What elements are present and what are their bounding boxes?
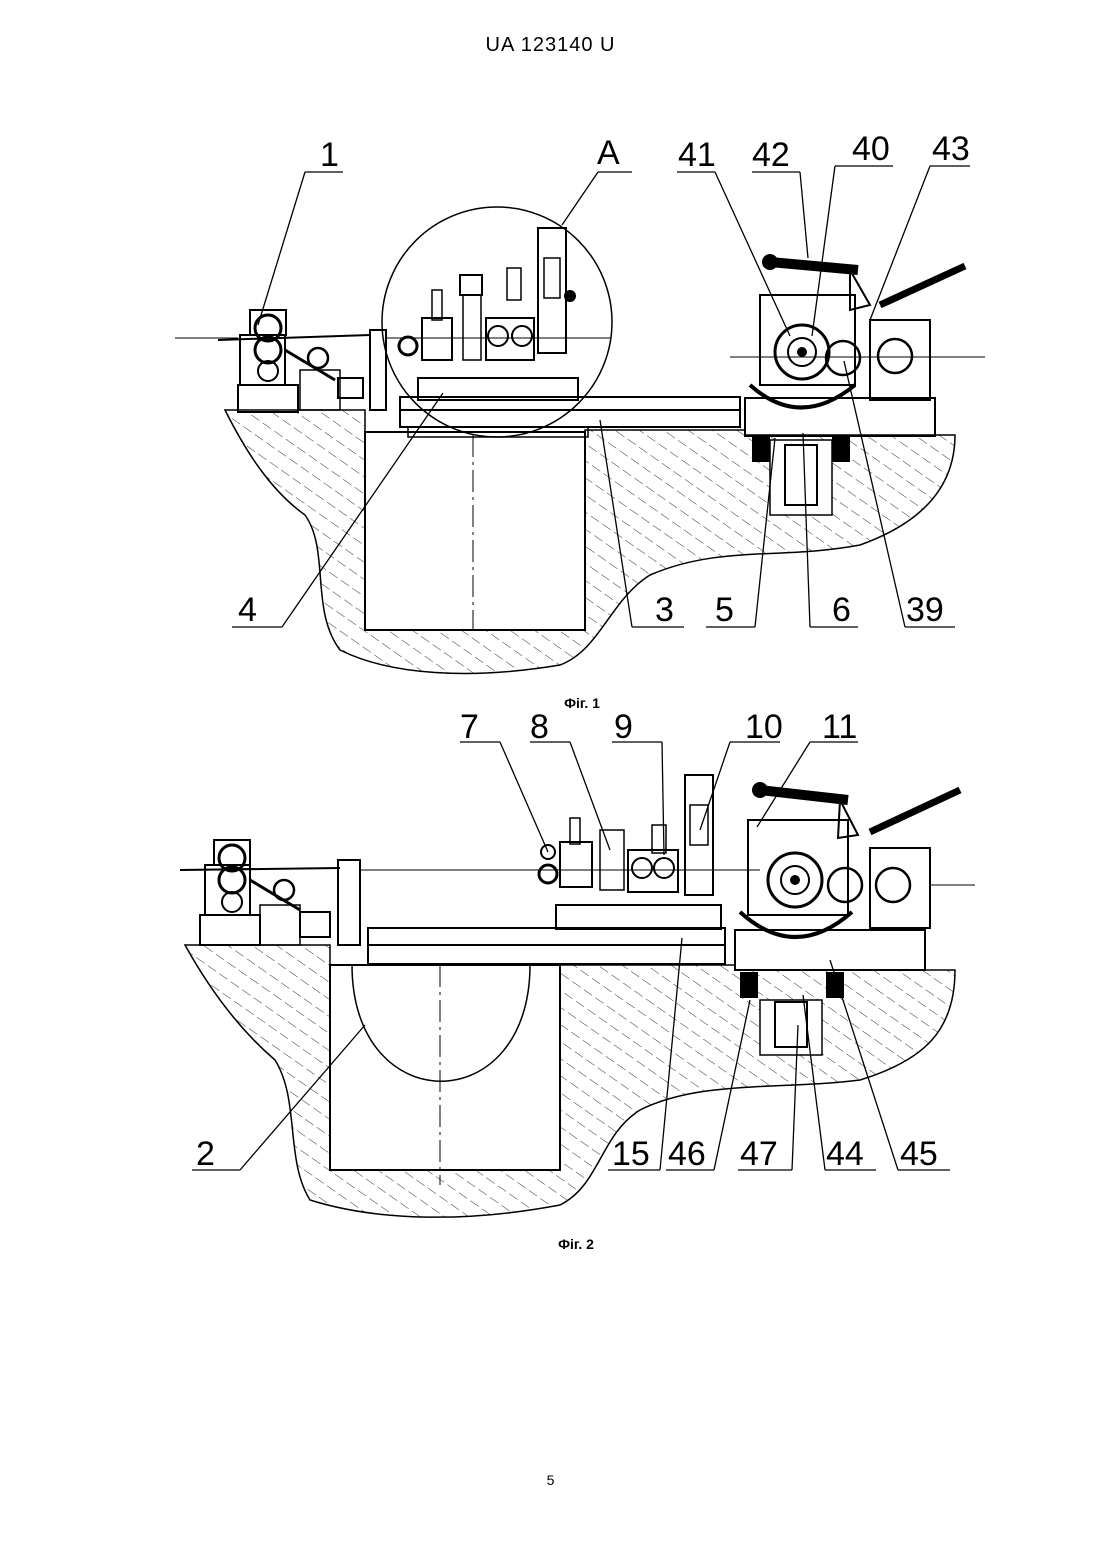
fig2-label: 15 (612, 1135, 650, 1173)
fig1-label: 3 (655, 591, 674, 629)
fig2-label: 2 (196, 1135, 215, 1173)
fig1-label: 6 (832, 591, 851, 629)
fig2-caption: Фіг. 2 (526, 1236, 626, 1252)
fig1-rail (400, 397, 740, 427)
fig2-label: 44 (826, 1135, 864, 1173)
fig2-label: 9 (614, 708, 633, 746)
fig1-label: 43 (932, 130, 970, 168)
fig1-label: 40 (852, 130, 890, 168)
fig2-label: 7 (460, 708, 479, 746)
fig2-label: 45 (900, 1135, 938, 1173)
fig1-detail-circle-A (382, 207, 612, 437)
fig1-label: 39 (906, 591, 944, 629)
fig2-label: 11 (822, 708, 857, 746)
figure-1 (175, 207, 985, 673)
fig1-label: 4 (238, 591, 257, 629)
fig2-label: 10 (745, 708, 783, 746)
fig2-label: 47 (740, 1135, 778, 1173)
page-number: 5 (0, 1472, 1101, 1488)
fig1-label: 5 (715, 591, 734, 629)
fig1-pit (365, 432, 585, 630)
fig1-label: 42 (752, 136, 790, 174)
fig2-label: 46 (668, 1135, 706, 1173)
fig1-label: 41 (678, 136, 716, 174)
fig2-pit (330, 965, 560, 1170)
fig1-label: A (597, 134, 620, 172)
fig1-caption: Фіг. 1 (532, 695, 632, 711)
fig2-label: 8 (530, 708, 549, 746)
fig1-label: 1 (320, 136, 339, 174)
